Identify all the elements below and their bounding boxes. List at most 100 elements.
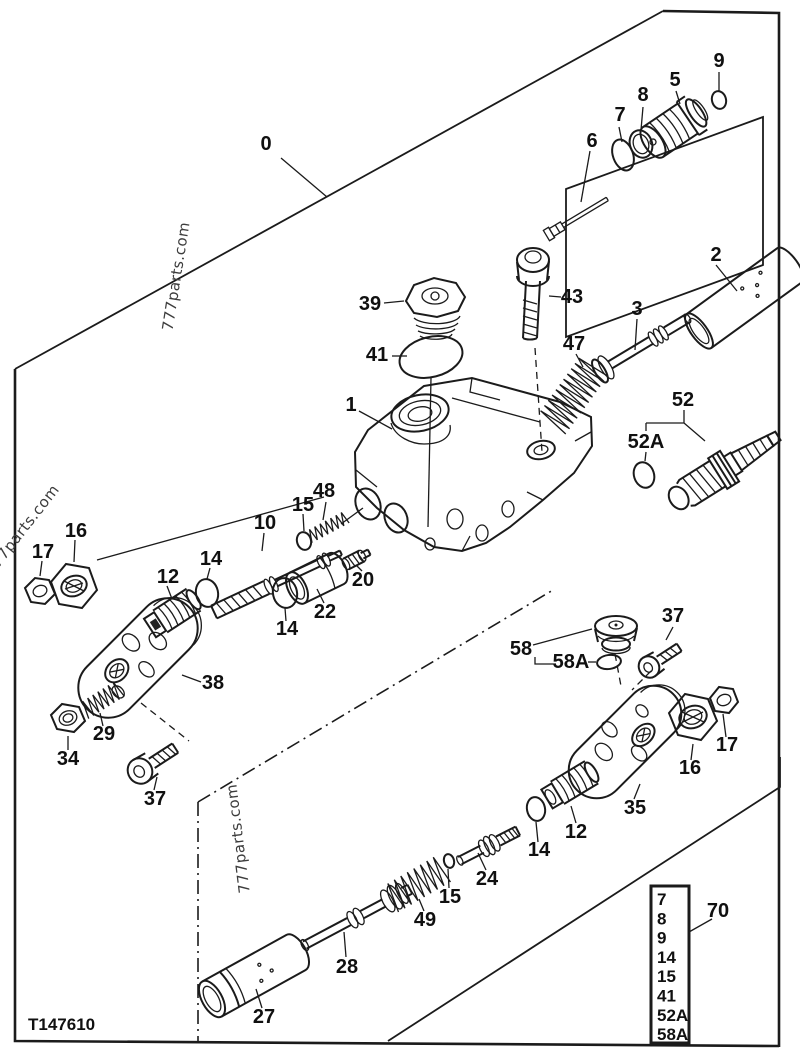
bolt-37-right-drawing: [635, 638, 686, 682]
part-label-17-33: 17: [716, 734, 738, 756]
oring-9-drawing: [710, 89, 728, 110]
spring-49-drawing: [384, 856, 451, 912]
part-label-52-13: 52: [672, 389, 694, 411]
spool-3-drawing: [589, 306, 696, 385]
sleeve-27-drawing: [194, 930, 315, 1021]
part-label-1-12: 1: [345, 394, 356, 416]
nut-16-right-drawing: [669, 694, 717, 740]
oring-14-left2-drawing: [270, 576, 300, 610]
part-label-9-5: 9: [713, 50, 724, 72]
pin-6-drawing: [543, 194, 610, 241]
part-label-34-27: 34: [57, 748, 80, 770]
oring-15-right-drawing: [442, 853, 455, 869]
part-label-37-31: 37: [662, 605, 684, 627]
part-label-35-34: 35: [624, 797, 646, 819]
part-label-28-40: 28: [336, 956, 358, 978]
part-label-10-17: 10: [254, 512, 276, 534]
part-label-14-36: 14: [528, 839, 551, 861]
nut-34-drawing: [51, 704, 85, 732]
plate-35-drawing: [556, 671, 695, 810]
legend-item-15: 15: [657, 967, 676, 986]
part-label-48-15: 48: [313, 480, 335, 502]
part-label-39-10: 39: [359, 293, 381, 315]
part-label-8-3: 8: [637, 84, 648, 106]
part-label-58A-30: 58A: [553, 651, 590, 673]
nut-17-left-drawing: [25, 578, 55, 604]
plug-58-drawing: [595, 616, 637, 654]
part-label-16-32: 16: [679, 757, 701, 779]
part-label-24-37: 24: [476, 868, 499, 890]
part-label-16-22: 16: [65, 520, 87, 542]
screw-24-drawing: [453, 822, 522, 870]
part-label-14-18: 14: [200, 548, 223, 570]
nut-17-right-drawing: [710, 687, 738, 713]
part-label-7-2: 7: [614, 104, 625, 126]
legend-item-52A: 52A: [657, 1006, 688, 1025]
legend-item-9: 9: [657, 929, 666, 948]
valve-5-drawing: [634, 91, 714, 163]
screw-43-drawing: [517, 248, 549, 340]
part-label-15-38: 15: [439, 886, 461, 908]
spring-48-drawing: [306, 512, 349, 543]
part-label-43-8: 43: [561, 286, 583, 308]
lower-inset-frame: [198, 590, 780, 1041]
part-label-38-25: 38: [202, 672, 224, 694]
spool-28-drawing: [296, 878, 416, 958]
nut-16-left-drawing: [51, 564, 97, 608]
oring-41-drawing: [395, 330, 467, 384]
part-label-27-41: 27: [253, 1006, 275, 1028]
part-label-12-35: 12: [565, 821, 587, 843]
oring-14-right-drawing: [525, 795, 548, 822]
cartridge-12-right-drawing: [540, 759, 602, 810]
valve-body-drawing: [351, 378, 592, 551]
watermark-1: 777parts.com: [0, 481, 63, 579]
part-label-6-1: 6: [586, 130, 597, 152]
part-label-22-20: 22: [314, 601, 336, 623]
watermark-0: 777parts.com: [159, 220, 194, 331]
cap-2-drawing: [680, 243, 800, 352]
spring-29-drawing: [79, 681, 124, 719]
part-label-58-29: 58: [510, 638, 532, 660]
legend-box: [651, 886, 689, 1043]
bolt-37-left-drawing: [123, 737, 182, 788]
legend-item-7: 7: [657, 890, 666, 909]
part-label-41-11: 41: [366, 344, 388, 366]
plate-38-drawing: [66, 583, 213, 730]
legend-item-58A: 58A: [657, 1025, 688, 1044]
spring-47-drawing: [538, 356, 608, 434]
part-label-17-23: 17: [32, 541, 54, 563]
legend-item-41: 41: [657, 987, 676, 1006]
legend-item-8: 8: [657, 909, 666, 928]
part-label-52A-14: 52A: [628, 431, 665, 453]
part-label-70-42: 70: [707, 900, 729, 922]
watermark-2: 777parts.com: [222, 783, 253, 894]
outer-border: [15, 11, 779, 1047]
oring-14-left-drawing: [193, 577, 220, 609]
part-label-3-7: 3: [631, 298, 642, 320]
part-label-5-4: 5: [669, 69, 680, 91]
part-label-29-26: 29: [93, 723, 115, 745]
part-label-2-6: 2: [710, 244, 721, 266]
legend-item-14: 14: [657, 948, 676, 967]
leader-lines: [40, 72, 737, 1008]
plug-39-drawing: [406, 278, 465, 339]
part-label-20-19: 20: [352, 569, 374, 591]
oring-52A-drawing: [630, 460, 657, 491]
part-label-37-28: 37: [144, 788, 166, 810]
relief-valve-52-drawing: [662, 421, 788, 518]
part-label-0-0: 0: [260, 133, 271, 155]
piston-22-drawing: [281, 549, 352, 607]
part-label-47-9: 47: [563, 333, 585, 355]
top-right-inset-box: [566, 117, 763, 337]
assembly-axis-dashed-lines: [141, 348, 651, 741]
figure-id: T147610: [28, 1015, 95, 1034]
part-label-14-21: 14: [276, 618, 299, 640]
oring-58A-drawing: [596, 653, 622, 670]
plug-20-drawing: [341, 547, 372, 571]
part-label-15-16: 15: [292, 494, 314, 516]
part-label-49-39: 49: [414, 909, 436, 931]
